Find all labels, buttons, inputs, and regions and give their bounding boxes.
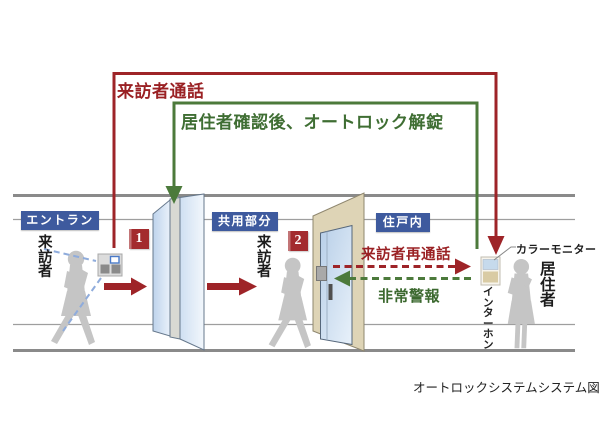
emergency-alarm-label: 非常警報	[378, 289, 441, 305]
visitor-panel-link-dashes	[43, 248, 102, 332]
panel-camera-screen	[109, 255, 120, 264]
visitor-silhouette-common	[268, 257, 311, 349]
dwelling-door	[312, 192, 365, 352]
visitor-label-common: 来訪者	[257, 235, 272, 280]
step-badge-2: 2	[288, 231, 308, 251]
visitor-call-down-arrow-icon	[487, 236, 505, 255]
alarm-left-arrow-icon	[334, 270, 350, 287]
entrance-arrow-shaft	[104, 283, 131, 290]
zone-label-common: 共用部分	[212, 212, 278, 231]
visitor-recall-label: 来訪者再通話	[361, 247, 451, 263]
visitor-call-route-line	[112, 72, 498, 248]
auto-unlock-route-line	[172, 101, 479, 249]
monitor-callout-line	[493, 246, 516, 261]
zone-label-entrance: エントランス	[21, 211, 99, 246]
door-handle	[328, 284, 333, 300]
diagram-caption: オートロックシステムシステム図	[413, 381, 600, 395]
entrance-intercom-panel	[97, 253, 123, 277]
common-right-arrow-icon	[239, 277, 257, 296]
visitor-label-entrance: 来訪者	[38, 235, 53, 280]
intercom-device-label: インターホン	[483, 287, 494, 351]
recall-right-arrow-icon	[455, 258, 471, 275]
door-intercom-unit	[316, 266, 327, 281]
monitor-screen	[482, 259, 499, 270]
resident-silhouette	[507, 258, 535, 349]
auto-unlock-label: 居住者確認後、オートロック解錠	[181, 113, 444, 132]
resident-label: 居住者	[540, 261, 556, 309]
room-monitor-device	[480, 256, 501, 286]
step-badge-1: 1	[129, 229, 149, 249]
visitor-silhouette-entrance	[51, 250, 95, 345]
zone-label-dwelling: 住戸内	[376, 213, 430, 232]
auto-unlock-down-arrow-icon	[165, 186, 183, 204]
color-monitor-label: カラーモニター	[516, 244, 597, 256]
common-arrow-shaft	[207, 283, 239, 290]
entrance-right-arrow-icon	[131, 277, 147, 296]
visitor-call-label: 来訪者通話	[117, 82, 205, 101]
autolock-glass-door	[152, 193, 205, 351]
